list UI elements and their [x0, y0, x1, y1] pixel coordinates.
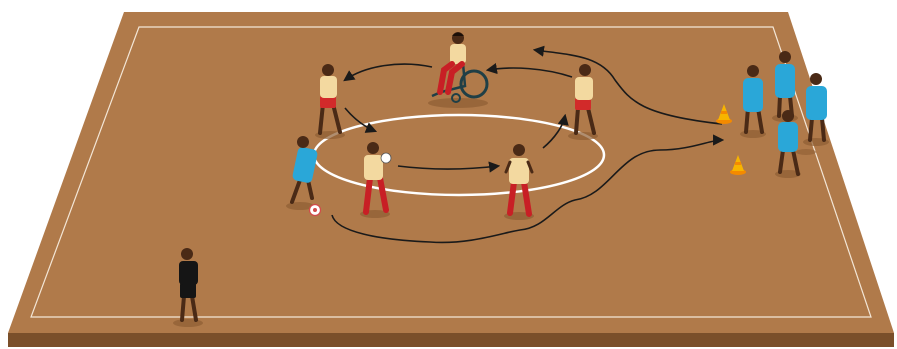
head	[782, 110, 794, 122]
shadow	[796, 149, 816, 155]
head	[513, 144, 525, 156]
shirt	[575, 77, 593, 100]
football-patch	[313, 208, 317, 212]
shirt	[320, 76, 337, 98]
shirt	[509, 158, 529, 184]
head	[747, 65, 759, 77]
waiting-player-5	[796, 149, 816, 155]
shirt	[775, 64, 795, 98]
shirt	[450, 44, 466, 64]
head	[322, 64, 334, 76]
head	[579, 64, 591, 76]
football	[310, 205, 321, 216]
shirt	[743, 78, 763, 112]
cone-stripe	[721, 111, 727, 114]
shadow	[173, 319, 203, 327]
head	[779, 51, 791, 63]
shirt	[778, 122, 798, 152]
shadow	[428, 98, 488, 108]
head	[367, 142, 379, 154]
shorts	[180, 283, 196, 298]
head	[810, 73, 822, 85]
shirt	[806, 86, 827, 120]
head	[297, 136, 309, 148]
held-ball	[381, 153, 391, 163]
court-front-edge	[8, 333, 894, 347]
shirt	[179, 261, 198, 285]
shirt	[364, 155, 383, 180]
cone-stripe	[735, 162, 741, 165]
head	[181, 248, 193, 260]
